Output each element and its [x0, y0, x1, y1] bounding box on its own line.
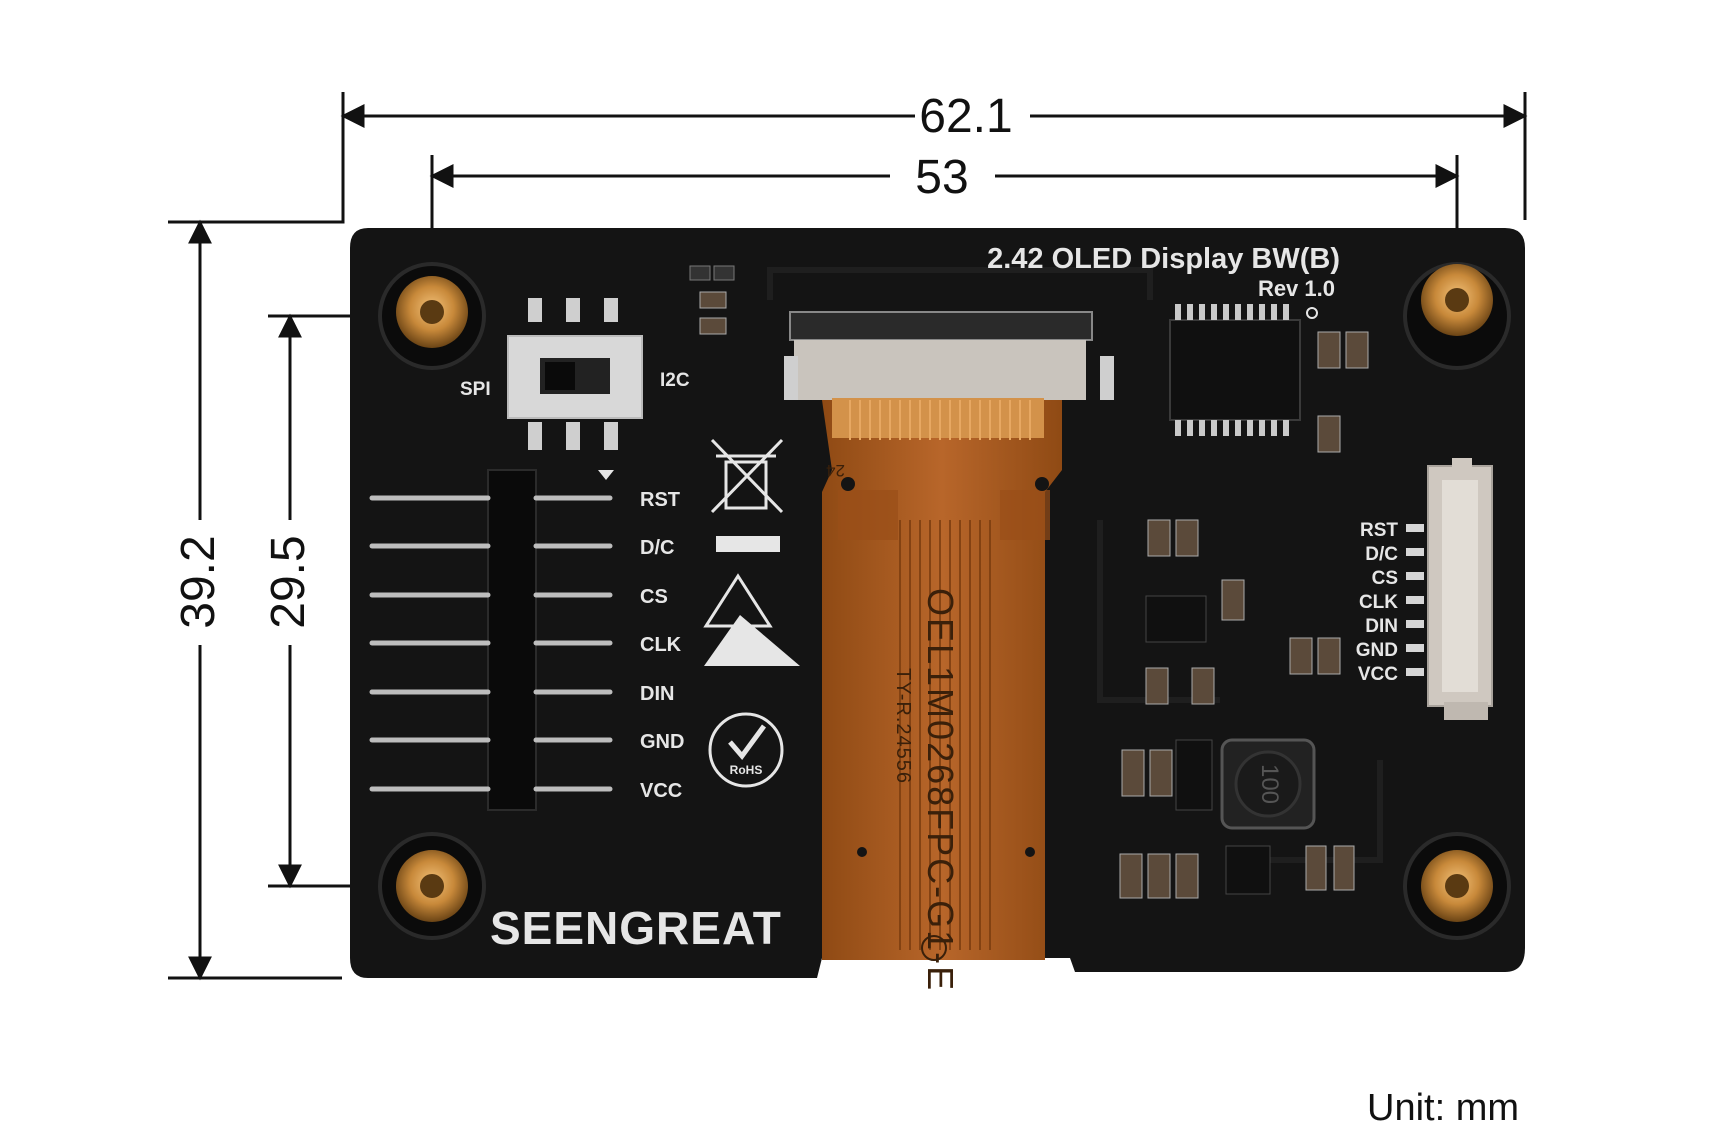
- left-pin-label: RST: [640, 489, 680, 511]
- left-pin-label: VCC: [640, 780, 682, 802]
- left-pin-label: GND: [640, 731, 684, 753]
- mounting-hole-top-left: [378, 262, 486, 370]
- hole-spacing-height-value: 29.5: [262, 535, 315, 628]
- pin-header-left: [369, 469, 614, 811]
- mounting-hole-bottom-left: [378, 832, 486, 940]
- hole-spacing-width-value: 53: [915, 151, 968, 204]
- power-inductor: 100: [1220, 738, 1316, 830]
- smd-components-right: [1119, 331, 1369, 899]
- esd-warning-icon: [703, 573, 800, 666]
- left-pin-label: CLK: [640, 634, 682, 656]
- svg-text:100: 100: [1256, 764, 1283, 804]
- smd-components-top: [689, 265, 735, 335]
- overall-width-value: 62.1: [919, 90, 1012, 143]
- mounting-hole-bottom-right: [1403, 832, 1511, 940]
- weee-bin-icon: [710, 438, 784, 514]
- fpc-ribbon-cable: 24 OEL1M0268FPC-G1-E TY-R.24556: [822, 398, 1062, 992]
- right-pin-label: CS: [1372, 568, 1398, 589]
- right-side-connector: [1406, 458, 1493, 720]
- switch-spi-label: SPI: [460, 379, 491, 400]
- right-pin-label: D/C: [1365, 544, 1398, 565]
- board-title: 2.42 OLED Display BW(B): [987, 243, 1340, 275]
- switch-i2c-label: I2C: [660, 370, 690, 391]
- right-pin-labels: RST D/C CS CLK DIN GND VCC: [1356, 520, 1399, 685]
- dimension-overall-width: 62.1: [340, 90, 1528, 220]
- fpc-part-number: OEL1M0268FPC-G1-E: [920, 588, 961, 992]
- brand-logo: SEENGREAT: [490, 902, 782, 954]
- driver-ic: [1169, 304, 1301, 436]
- dimension-hole-spacing-width: 53: [429, 151, 1460, 320]
- left-pin-label: D/C: [640, 537, 674, 559]
- right-pin-label: DIN: [1365, 616, 1398, 637]
- right-pin-label: GND: [1356, 640, 1398, 661]
- fpc-batch-code: TY-R.24556: [892, 668, 914, 784]
- mounting-hole-top-right: [1403, 262, 1511, 370]
- board-revision: Rev 1.0: [1258, 276, 1335, 301]
- dimension-overall-height: 39.2: [168, 92, 345, 981]
- unit-label: Unit: mm: [1367, 1087, 1519, 1129]
- right-pin-label: CLK: [1359, 592, 1398, 613]
- left-pin-labels: RST D/C CS CLK DIN GND VCC: [640, 489, 684, 802]
- right-pin-label: VCC: [1358, 664, 1398, 685]
- fpc-zif-connector: [784, 311, 1114, 400]
- right-pin-label: RST: [1360, 520, 1398, 541]
- interface-select-switch[interactable]: [507, 298, 643, 450]
- weee-bar-icon: [716, 536, 780, 552]
- left-pin-label: DIN: [640, 683, 674, 705]
- fpc-pin-marker: 24: [826, 461, 845, 480]
- left-pin-label: CS: [640, 586, 668, 608]
- svg-text:RoHS: RoHS: [730, 763, 763, 777]
- overall-height-value: 39.2: [172, 535, 225, 628]
- rohs-icon: RoHS: [708, 712, 784, 788]
